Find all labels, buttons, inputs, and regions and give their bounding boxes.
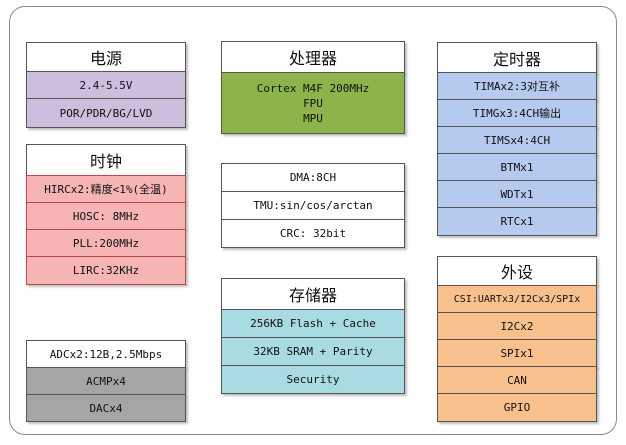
analog-block: ADCx2:12B,2.5Mbps ACMPx4 DACx4 [26,340,186,422]
power-item-voltage: 2.4-5.5V [26,71,186,99]
analog-item-adc: ADCx2:12B,2.5Mbps [26,340,186,368]
accel-item-dma: DMA:8CH [221,163,405,192]
peripheral-block: 外设 CSI:UARTx3/I2Cx3/SPIx I2Cx2 SPIx1 CAN… [437,256,597,422]
accel-item-tmu: TMU:sin/cos/arctan [221,191,405,220]
timer-item-wdt: WDTx1 [437,180,597,208]
memory-item-sram: 32KB SRAM + Parity [221,337,405,366]
timer-item-tims: TIMSx4:4CH [437,126,597,154]
memory-title: 存储器 [221,278,405,310]
clock-item-hosc: HOSC: 8MHz [26,202,186,230]
processor-line-fpu: FPU [303,96,323,110]
power-item-reset: POR/PDR/BG/LVD [26,98,186,128]
clock-item-hirc: HIRCx2:精度<1%(全温) [26,175,186,203]
clock-item-lirc: LIRC:32KHz [26,256,186,285]
processor-details: Cortex M4F 200MHz FPU MPU [221,72,405,134]
memory-block: 存储器 256KB Flash + Cache 32KB SRAM + Pari… [221,278,405,394]
peripheral-item-spi: SPIx1 [437,339,597,367]
timer-block: 定时器 TIMAx2:3对互补 TIMGx3:4CH输出 TIMSx4:4CH … [437,42,597,236]
accel-block: DMA:8CH TMU:sin/cos/arctan CRC: 32bit [221,163,405,248]
clock-block: 时钟 HIRCx2:精度<1%(全温) HOSC: 8MHz PLL:200MH… [26,144,186,285]
processor-title: 处理器 [221,41,405,73]
clock-item-pll: PLL:200MHz [26,229,186,257]
accel-item-crc: CRC: 32bit [221,219,405,248]
processor-line-mpu: MPU [303,111,323,125]
peripheral-item-gpio: GPIO [437,393,597,422]
processor-line-core: Cortex M4F 200MHz [256,81,370,95]
analog-item-acmp: ACMPx4 [26,367,186,395]
clock-title: 时钟 [26,144,186,176]
processor-block: 处理器 Cortex M4F 200MHz FPU MPU [221,41,405,134]
timer-item-rtc: RTCx1 [437,207,597,236]
analog-item-dac: DACx4 [26,394,186,422]
power-title: 电源 [26,42,186,72]
timer-item-btm: BTMx1 [437,153,597,181]
peripheral-item-can: CAN [437,366,597,394]
power-block: 电源 2.4-5.5V POR/PDR/BG/LVD [26,42,186,128]
peripheral-item-csi: CSI:UARTx3/I2Cx3/SPIx [437,285,597,313]
timer-item-tima: TIMAx2:3对互补 [437,72,597,100]
timer-title: 定时器 [437,42,597,73]
memory-item-security: Security [221,365,405,394]
peripheral-title: 外设 [437,256,597,286]
timer-item-timg: TIMGx3:4CH输出 [437,99,597,127]
peripheral-item-i2c: I2Cx2 [437,312,597,340]
memory-item-flash: 256KB Flash + Cache [221,309,405,338]
